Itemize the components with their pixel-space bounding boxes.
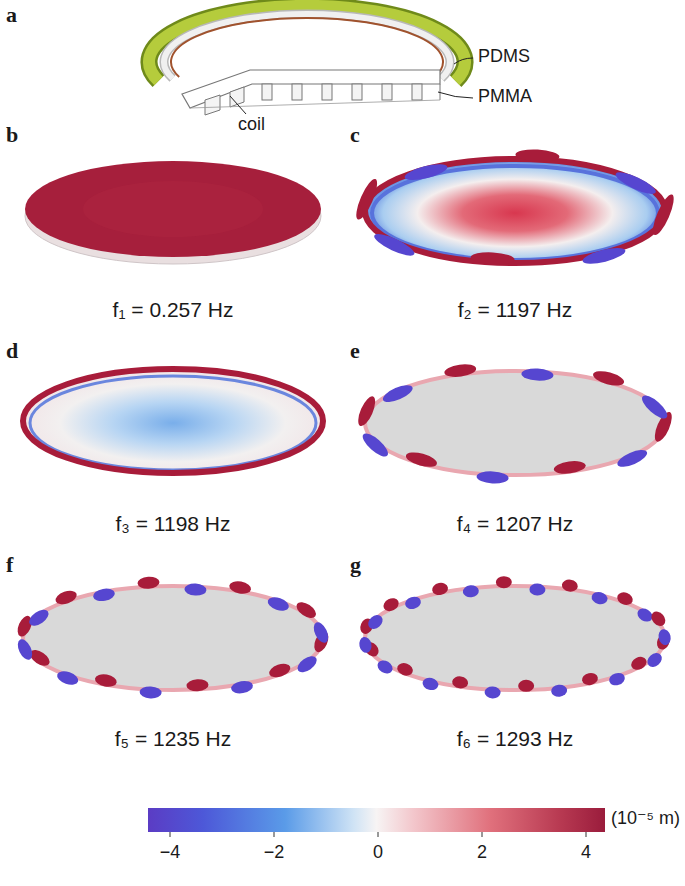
rim-lobe (15, 637, 35, 662)
rim-lobe (581, 672, 599, 687)
rim-lobe (94, 673, 118, 689)
mode-shape-5 (15, 576, 331, 699)
rim-lobe (462, 584, 479, 598)
panel-letter: f (6, 552, 13, 577)
rim-lobe (590, 590, 608, 605)
rim-lobe (404, 595, 423, 611)
rim-lobe (267, 661, 292, 680)
frequency-caption: f₁ = 0.257 Hz (113, 298, 234, 322)
rim-lobe (645, 650, 665, 670)
rim-lobe (529, 583, 546, 596)
rim-lobe (613, 168, 658, 198)
rim-lobe (639, 392, 671, 422)
colorbar-tick: −2 (264, 842, 285, 863)
rim-lobe (515, 148, 560, 162)
rim-lobe (381, 596, 401, 614)
mode-shape-1 (25, 161, 321, 264)
rim-lobe (649, 609, 669, 629)
rim-lobe (372, 230, 417, 260)
rim-lobe (476, 471, 509, 485)
part-label: PDMS (478, 46, 530, 67)
frequency-caption: f₂ = 1197 Hz (458, 298, 573, 322)
rim-lobe (421, 676, 439, 691)
rim-lobe (649, 192, 678, 237)
rim-lobe (184, 583, 207, 596)
rim-lobe (629, 654, 649, 672)
rim-lobe (496, 576, 512, 588)
rim-lobe (54, 588, 79, 607)
rim-lobe (561, 579, 578, 593)
rim-lobe (139, 686, 162, 699)
rim-lobe (395, 661, 414, 678)
rim-lobe (266, 595, 291, 613)
rim-lobe (615, 590, 634, 607)
rim-lobe (294, 599, 319, 621)
mode-shape-3 (23, 369, 323, 475)
rim-lobe (615, 447, 649, 471)
rim-lobe (228, 580, 252, 596)
rim-lobe (484, 686, 501, 699)
rim-lobe (186, 679, 209, 692)
colorbar-tick: −4 (160, 842, 181, 863)
rim-lobe (295, 653, 320, 675)
colorbar-tick: 2 (477, 842, 487, 863)
panel-letter: b (6, 122, 18, 147)
rim-lobe (355, 394, 379, 428)
rim-lobe (553, 459, 586, 475)
rim-lobe (375, 658, 395, 677)
rim-lobe (592, 368, 626, 388)
rim-lobe (381, 382, 415, 406)
rim-lobe (521, 368, 554, 382)
panel-letter: g (350, 552, 361, 577)
rim-lobe (431, 582, 449, 597)
frequency-caption: f₄ = 1207 Hz (457, 512, 574, 536)
colorbar-unit: (10⁻⁵ m) (611, 808, 680, 829)
rim-lobe (359, 430, 391, 460)
frequency-caption: f₃ = 1198 Hz (116, 512, 231, 536)
rim-lobe (358, 636, 373, 654)
rim-lobe (404, 450, 438, 470)
part-label: coil (238, 114, 265, 135)
panel-letter: c (350, 122, 360, 147)
rim-lobe (657, 628, 672, 646)
rim-lobe (311, 620, 331, 645)
panel-letter: d (6, 338, 18, 363)
rim-lobe (551, 684, 568, 698)
panel-letter: e (350, 338, 360, 363)
rim-lobe (451, 675, 468, 689)
rim-lobe (365, 612, 385, 632)
rim-lobe (444, 362, 477, 378)
rim-lobe (137, 576, 160, 589)
rim-lobe (352, 177, 381, 222)
rim-lobe (403, 161, 449, 184)
rim-lobe (518, 680, 534, 692)
rim-lobe (92, 587, 116, 603)
colorbar-tick: 0 (373, 842, 383, 863)
mode-shape-2 (352, 148, 677, 267)
mode-shape-6 (358, 576, 672, 699)
colorbar-tick: 4 (581, 842, 591, 863)
device-illustration (149, 0, 473, 115)
panel-letter: a (6, 2, 17, 27)
frequency-caption: f₆ = 1293 Hz (457, 727, 573, 751)
rim-lobe (581, 245, 627, 268)
rim-lobe (55, 669, 80, 687)
mode-shape-4 (355, 362, 675, 484)
rim-lobe (470, 251, 515, 265)
rim-lobe (26, 607, 51, 629)
rim-lobe (230, 679, 254, 695)
rim-lobe (608, 671, 627, 687)
frequency-caption: f₅ = 1235 Hz (115, 727, 231, 751)
part-label: PMMA (478, 86, 532, 107)
colorbar (148, 808, 605, 837)
